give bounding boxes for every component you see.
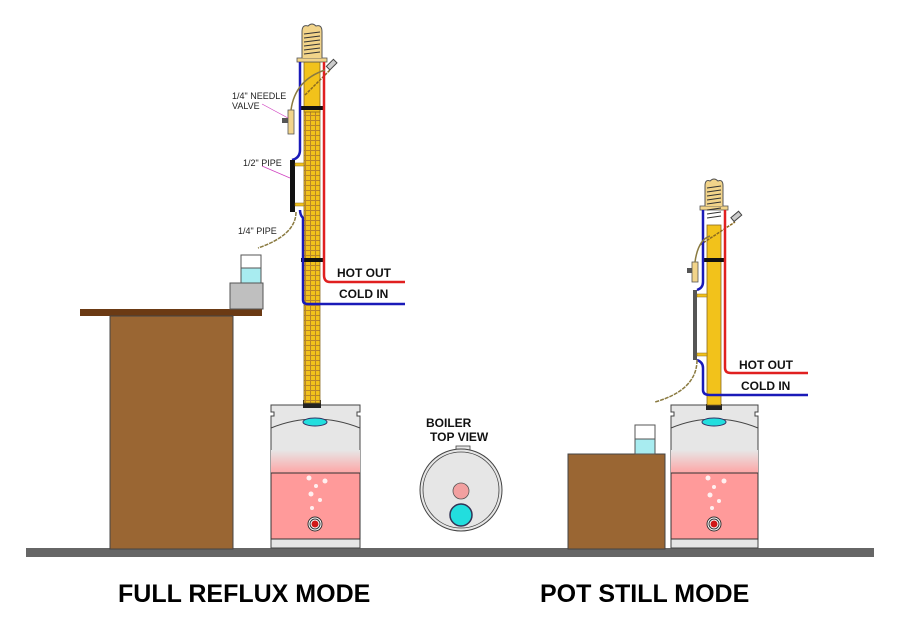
pot-cold-in-label: COLD IN xyxy=(741,379,790,393)
boiler-top-view-label-2: TOP VIEW xyxy=(430,430,489,444)
boiler-top-view-label-1: BOILER xyxy=(426,416,472,430)
pot-hot-line xyxy=(723,210,808,375)
bubbles xyxy=(306,475,328,510)
boiler-pot-still xyxy=(670,404,759,549)
jar-stand xyxy=(229,282,264,310)
pot-still-column xyxy=(699,178,743,410)
needle-valve-label-2: VALVE xyxy=(232,101,260,111)
heating-element xyxy=(307,516,323,532)
quarter-inch-pipe-top xyxy=(290,69,326,111)
floor xyxy=(26,548,874,557)
pot-needle-valve xyxy=(687,261,699,283)
pot-cold-line xyxy=(696,210,808,397)
pot-drain-pipe xyxy=(654,359,698,403)
pot-still-box xyxy=(567,453,666,550)
quarter-pipe-label: 1/4" PIPE xyxy=(238,226,277,236)
table-body xyxy=(109,315,234,550)
reflux-column xyxy=(296,23,338,408)
needle-valve-label-1: 1/4" NEEDLE xyxy=(232,91,286,101)
boiler-full-reflux xyxy=(270,404,361,549)
needle-valve xyxy=(282,109,295,135)
cold-in-label: COLD IN xyxy=(339,287,388,301)
pot-still-title: POT STILL MODE xyxy=(540,580,749,608)
pot-still-assembly: HOT OUT COLD IN xyxy=(567,178,808,550)
table-top xyxy=(80,309,262,316)
half-inch-pipe xyxy=(290,160,295,212)
full-reflux-title: FULL REFLUX MODE xyxy=(118,580,370,608)
collection-jar xyxy=(240,254,262,284)
pot-still-jar xyxy=(634,424,656,455)
quarter-inch-pipe-bottom xyxy=(257,211,297,249)
hot-out-label: HOT OUT xyxy=(337,266,392,280)
hot-line xyxy=(322,62,405,284)
full-reflux-assembly: 1/4" NEEDLE VALVE 1/2" PIPE 1/4" PIPE HO… xyxy=(80,23,405,550)
cold-line xyxy=(291,62,405,306)
pot-hot-out-label: HOT OUT xyxy=(739,358,794,372)
boiler-top-view: BOILER TOP VIEW xyxy=(419,416,503,532)
half-pipe-label: 1/2" PIPE xyxy=(243,158,282,168)
